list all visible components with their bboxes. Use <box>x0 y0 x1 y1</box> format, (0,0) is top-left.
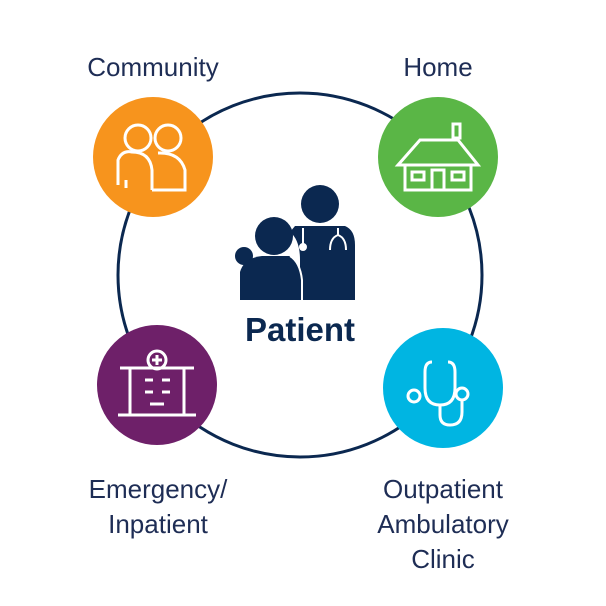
outpatient-node <box>383 328 503 448</box>
stethoscope-icon <box>406 360 470 427</box>
home-node <box>378 97 498 217</box>
emergency-label: Emergency/ Inpatient <box>48 472 268 542</box>
community-node <box>93 97 213 217</box>
people-icon <box>116 123 187 192</box>
hospital-icon <box>118 349 196 417</box>
label-line: Emergency/ <box>88 474 228 504</box>
stethoscope-detail <box>289 228 347 300</box>
center-label: Patient <box>244 311 356 348</box>
label-line: Ambulatory <box>377 509 509 539</box>
outpatient-label: Outpatient Ambulatory Clinic <box>333 472 553 577</box>
emergency-node <box>97 325 217 445</box>
label-line: Clinic <box>411 544 475 574</box>
community-label: Community <box>87 52 219 82</box>
patient-doctor-icon <box>235 185 355 300</box>
house-icon <box>394 122 482 192</box>
home-label: Home <box>403 52 473 82</box>
label-line: Outpatient <box>383 474 503 504</box>
care-ring <box>116 91 484 459</box>
label-line: Inpatient <box>108 509 208 539</box>
